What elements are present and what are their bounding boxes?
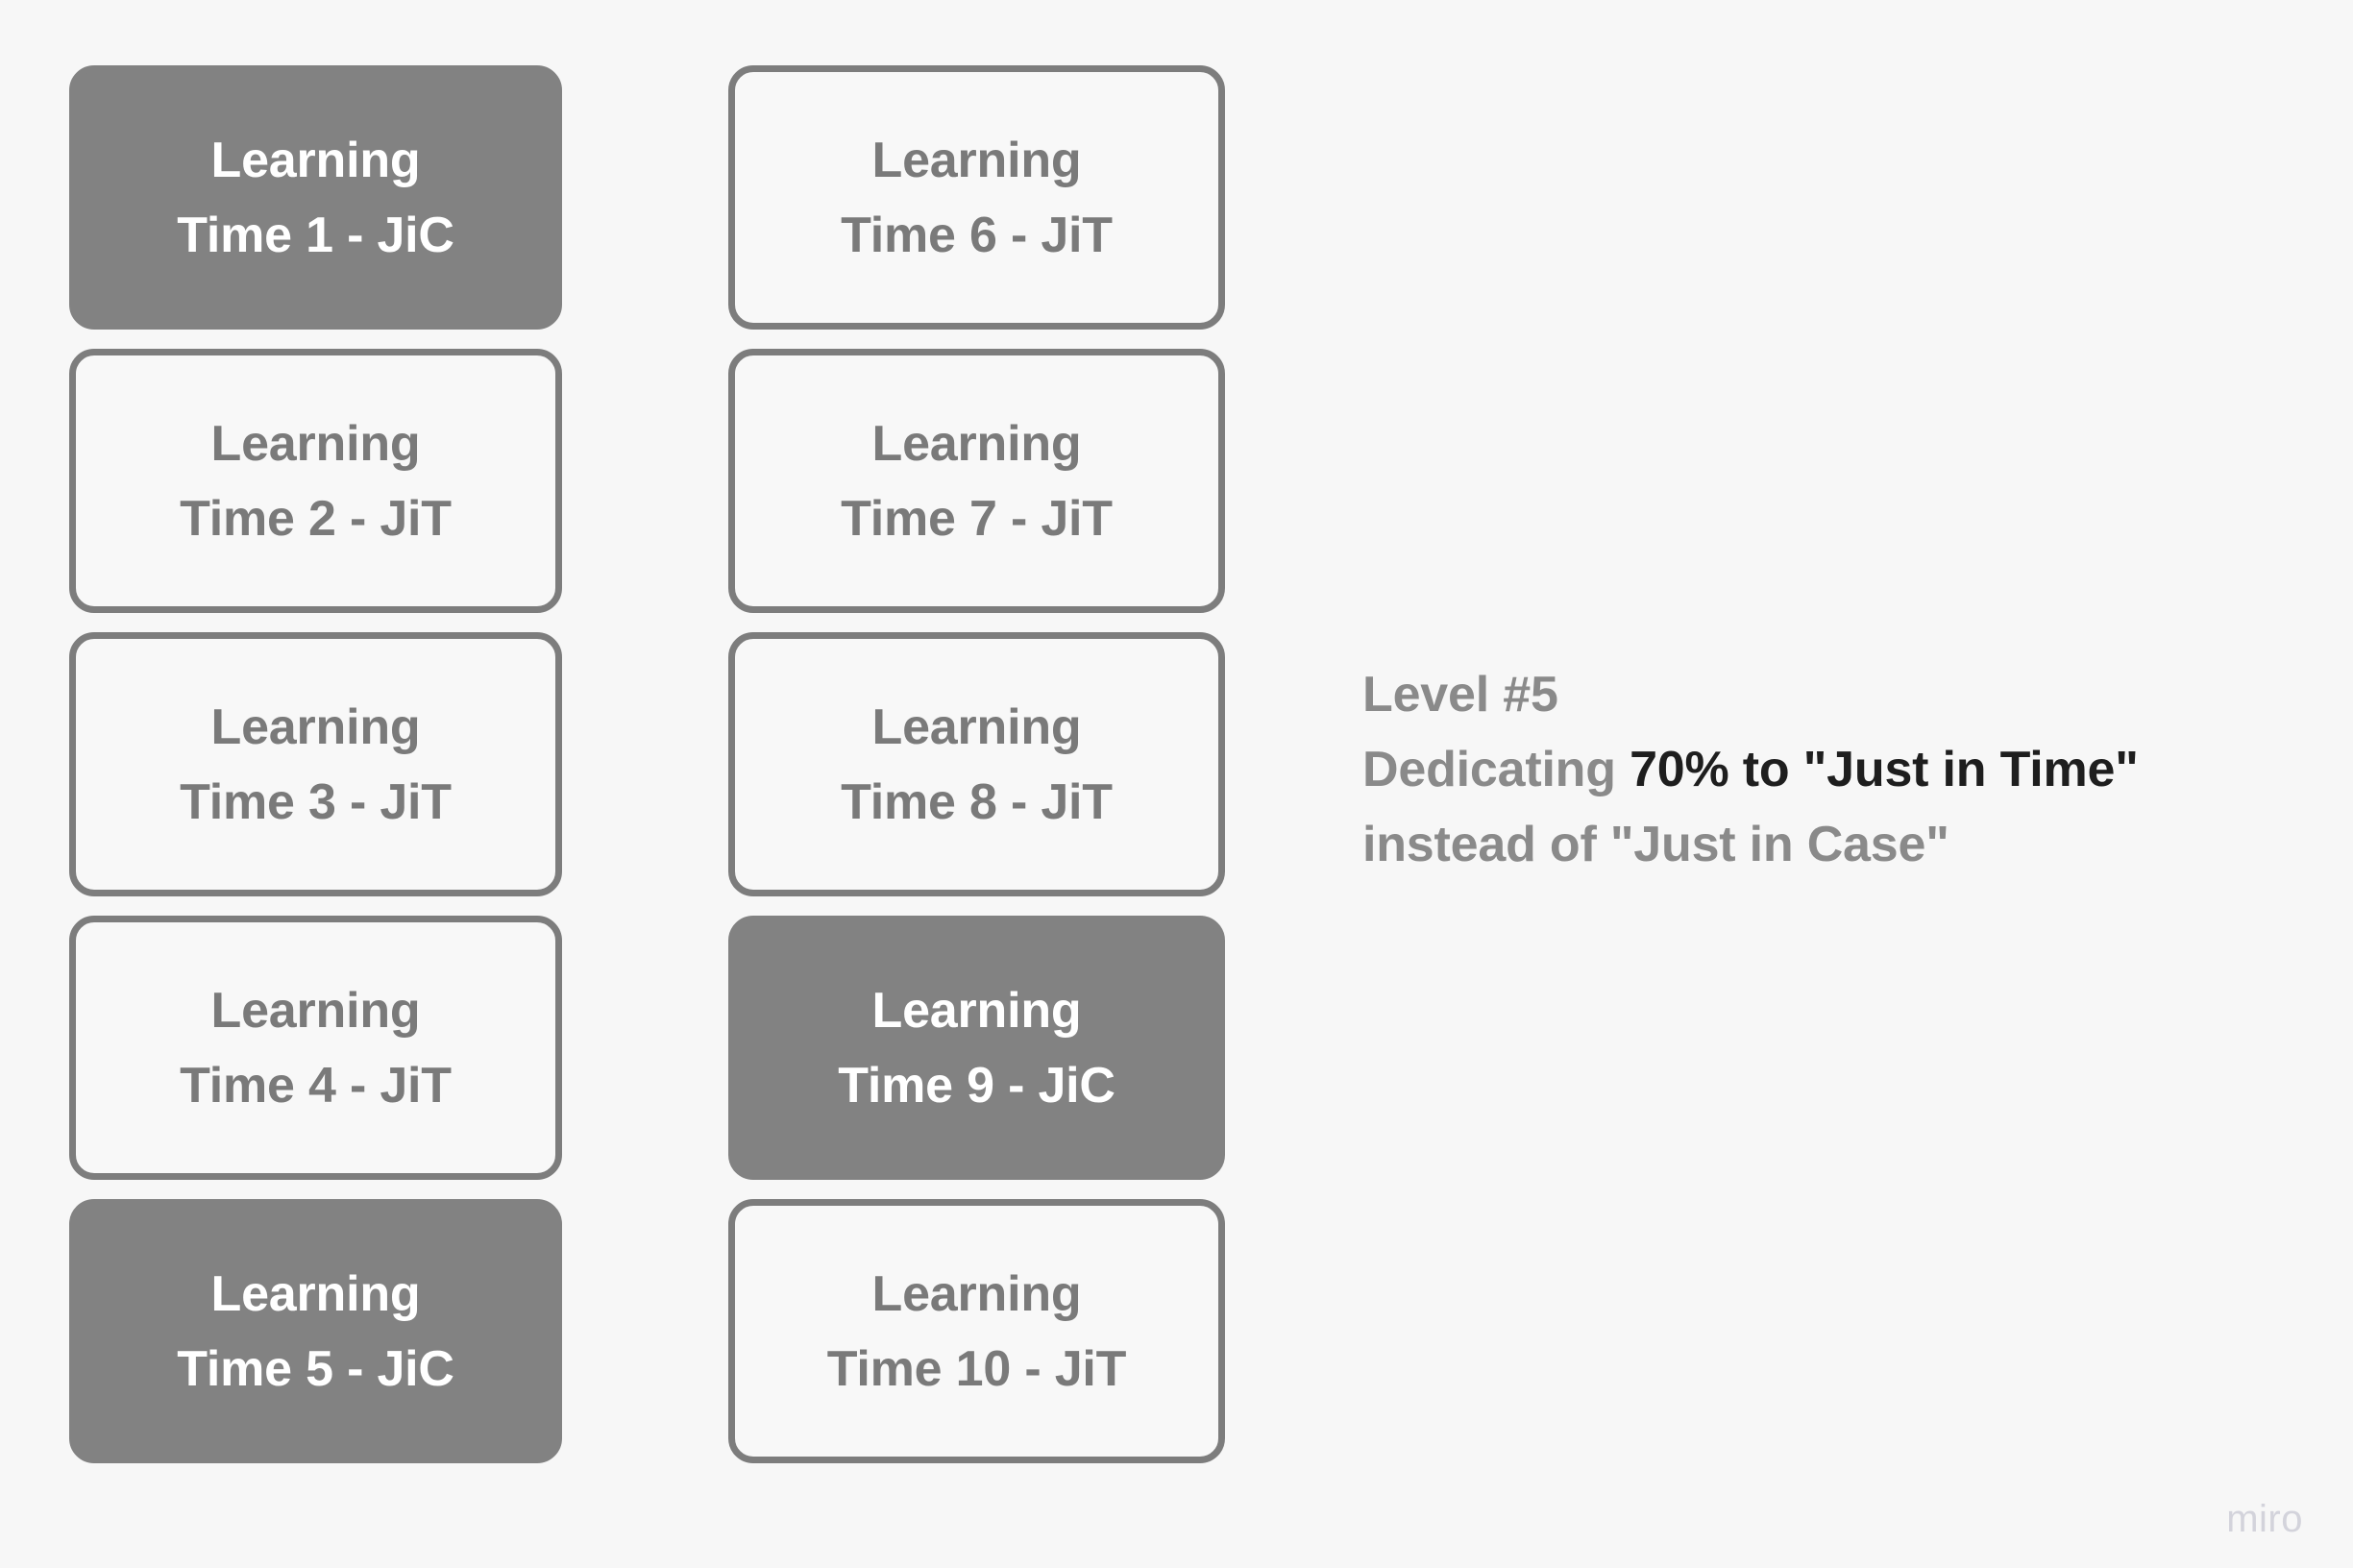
card-line-1: Learning (871, 1265, 1082, 1322)
annotation-statement-prefix: Dedicating (1362, 742, 1630, 797)
annotation-statement-tail: instead of "Just in Case" (1362, 817, 1949, 872)
card-line-1: Learning (210, 698, 421, 755)
card-line-2: Time 6 - JiT (841, 207, 1113, 263)
annotation-statement-emphasis: 70% to "Just in Time" (1630, 742, 2139, 797)
card-line-1: Learning (871, 982, 1082, 1039)
annotation-statement: Dedicating 70% to "Just in Time" (1362, 732, 2323, 807)
card-line-1: Learning (210, 1265, 421, 1322)
card-line-2: Time 2 - JiT (180, 490, 452, 547)
annotation-level-label: Level #5 (1362, 667, 1558, 723)
card-line-1: Learning (871, 698, 1082, 755)
card-line-1: Learning (871, 415, 1082, 472)
card-line-1: Learning (871, 132, 1082, 188)
card-line-2: Time 9 - JiC (838, 1057, 1115, 1114)
miro-watermark: miro (2226, 1498, 2303, 1540)
annotation-text-block: Level #5 Dedicating 70% to "Just in Time… (1362, 657, 2323, 882)
card-line-2: Time 4 - JiT (180, 1057, 452, 1114)
card-line-2: Time 3 - JiT (180, 773, 452, 830)
card-line-2: Time 8 - JiT (841, 773, 1113, 830)
card-line-1: Learning (210, 982, 421, 1039)
card-line-2: Time 5 - JiC (177, 1340, 454, 1397)
card-line-2: Time 7 - JiT (841, 490, 1113, 547)
card-line-1: Learning (210, 415, 421, 472)
card-line-2: Time 10 - JiT (826, 1340, 1127, 1397)
card-line-2: Time 1 - JiC (177, 207, 454, 263)
card-line-1: Learning (210, 132, 421, 188)
